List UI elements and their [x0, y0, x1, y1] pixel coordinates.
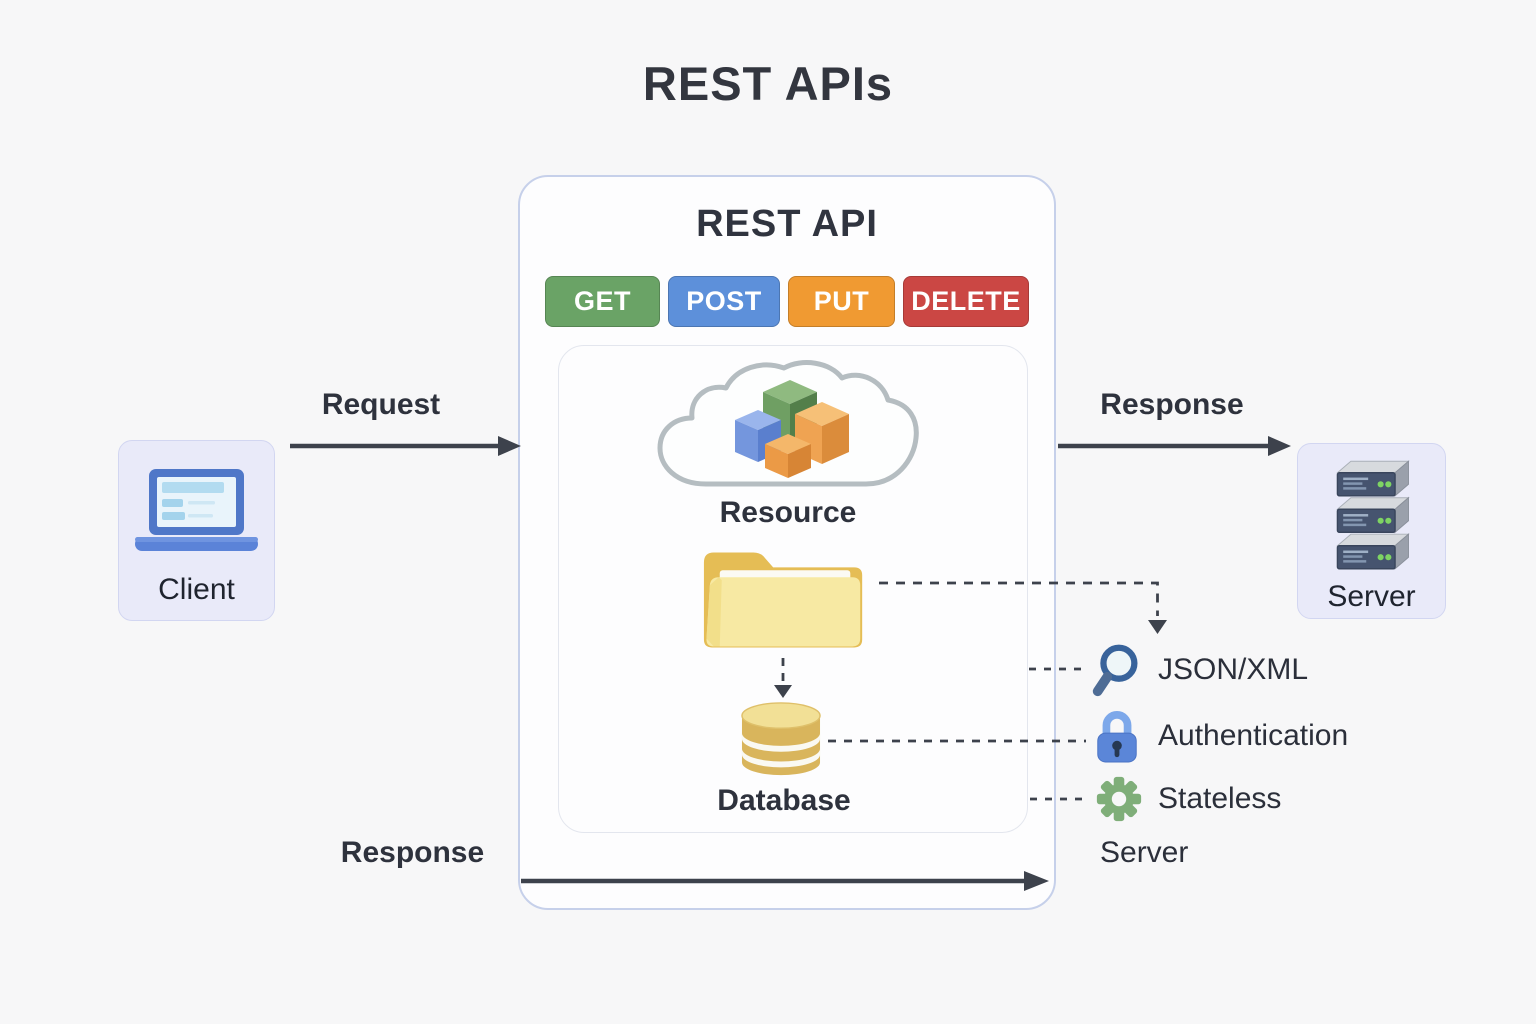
resource-cloud-icon [657, 360, 919, 487]
folder-icon [703, 552, 863, 648]
database-label: Database [717, 784, 851, 817]
laptop-icon [135, 469, 258, 551]
response-top-label: Response [1100, 388, 1244, 421]
gear-icon [1096, 776, 1142, 822]
rest-api-panel-title: REST API [696, 203, 878, 245]
request-label: Request [321, 388, 441, 421]
annotation-footer-server-label: Server [1100, 836, 1189, 869]
database-icon [741, 702, 821, 776]
magnifier-icon [1092, 644, 1138, 697]
delete-badge: DELETE [903, 276, 1029, 327]
response-top-arrow [1058, 436, 1291, 456]
annotation-label: JSON/XML [1158, 653, 1309, 686]
annotation-authentication: Authentication [1092, 707, 1348, 765]
annotation-stateless: Stateless [1094, 774, 1281, 824]
request-arrow [290, 436, 521, 456]
server-card: Server [1297, 443, 1446, 619]
client-label: Client [158, 573, 235, 606]
server-label: Server [1327, 580, 1416, 613]
post-badge: POST [668, 276, 780, 327]
page-title: REST APIs [642, 57, 894, 110]
lock-icon [1097, 711, 1137, 763]
get-badge: GET [545, 276, 660, 327]
response-bottom-label: Response [340, 836, 485, 869]
put-badge: PUT [788, 276, 895, 327]
annotation-json-xml: JSON/XML [1088, 641, 1308, 699]
orange-cube-front-icon [765, 434, 811, 478]
annotation-label: Authentication [1158, 719, 1349, 752]
client-card: Client [118, 440, 275, 621]
annotation-label: Stateless [1158, 782, 1282, 815]
resource-label: Resource [719, 496, 857, 529]
server-rack-icon [1335, 460, 1410, 570]
http-method-badges: GET POST PUT DELETE [520, 276, 1054, 327]
